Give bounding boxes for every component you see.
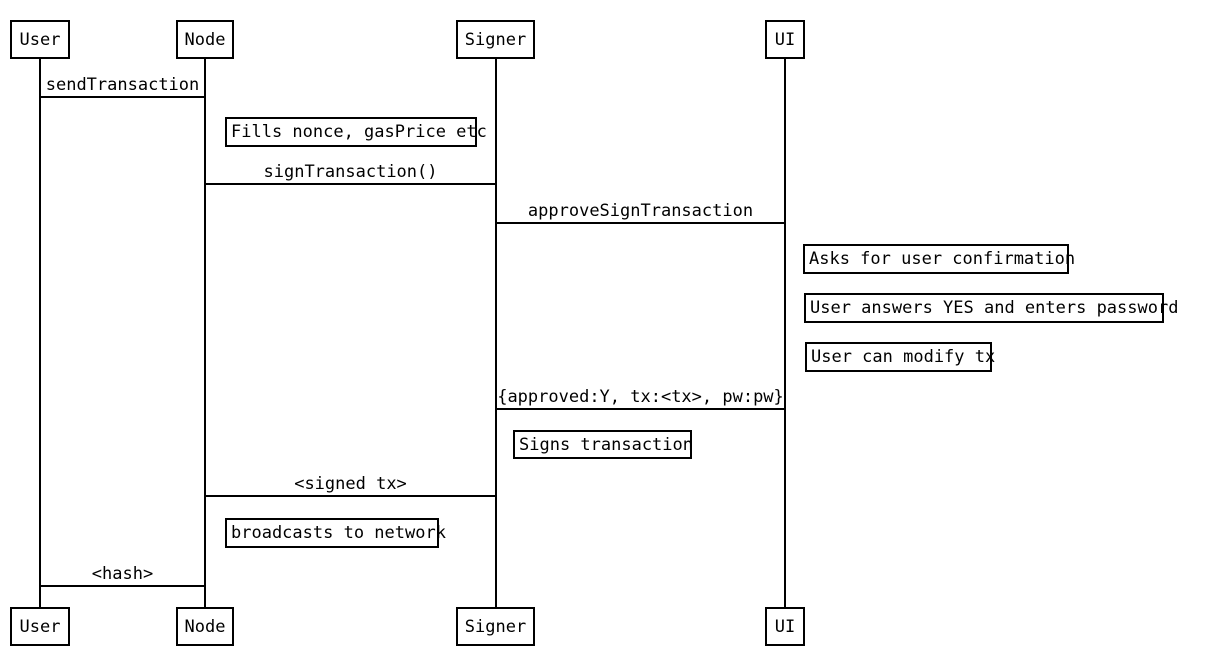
- note-box-node-5: broadcasts to network: [225, 518, 446, 548]
- lifeline-user: [39, 59, 41, 607]
- note-box-signer-4: Signs transaction: [513, 430, 693, 459]
- message-line-node-to-user: [40, 585, 205, 587]
- message-line-signer-to-ui: [496, 222, 785, 224]
- lifeline-node: [204, 59, 206, 607]
- note-box-ui-2: User answers YES and enters password: [804, 293, 1178, 323]
- message-label-signer-to-node: <signed tx>: [294, 474, 407, 494]
- actor-box-user-bottom: User: [10, 607, 70, 646]
- note-box-node-0: Fills nonce, gasPrice etc: [225, 117, 487, 147]
- actor-box-ui-top: UI: [765, 20, 805, 59]
- message-label-ui-to-signer: {approved:Y, tx:<tx>, pw:pw}: [497, 387, 784, 407]
- message-line-node-to-signer: [205, 183, 496, 185]
- note-box-ui-3: User can modify tx: [805, 342, 995, 372]
- message-label-user-to-node: sendTransaction: [45, 75, 200, 95]
- lifeline-signer: [495, 59, 497, 607]
- actor-box-user-top: User: [10, 20, 70, 59]
- message-label-signer-to-ui: approveSignTransaction: [527, 201, 754, 221]
- message-line-ui-to-signer: [496, 408, 785, 410]
- message-line-signer-to-node: [205, 495, 496, 497]
- actor-box-signer-top: Signer: [456, 20, 535, 59]
- actor-box-signer-bottom: Signer: [456, 607, 535, 646]
- lifeline-ui: [784, 59, 786, 607]
- actor-box-node-bottom: Node: [176, 607, 234, 646]
- note-box-ui-1: Asks for user confirmation: [803, 244, 1075, 274]
- message-label-node-to-signer: signTransaction(): [263, 162, 438, 182]
- actor-box-node-top: Node: [176, 20, 234, 59]
- actor-box-ui-bottom: UI: [765, 607, 805, 646]
- message-label-node-to-user: <hash>: [91, 564, 154, 584]
- message-line-user-to-node: [40, 96, 205, 98]
